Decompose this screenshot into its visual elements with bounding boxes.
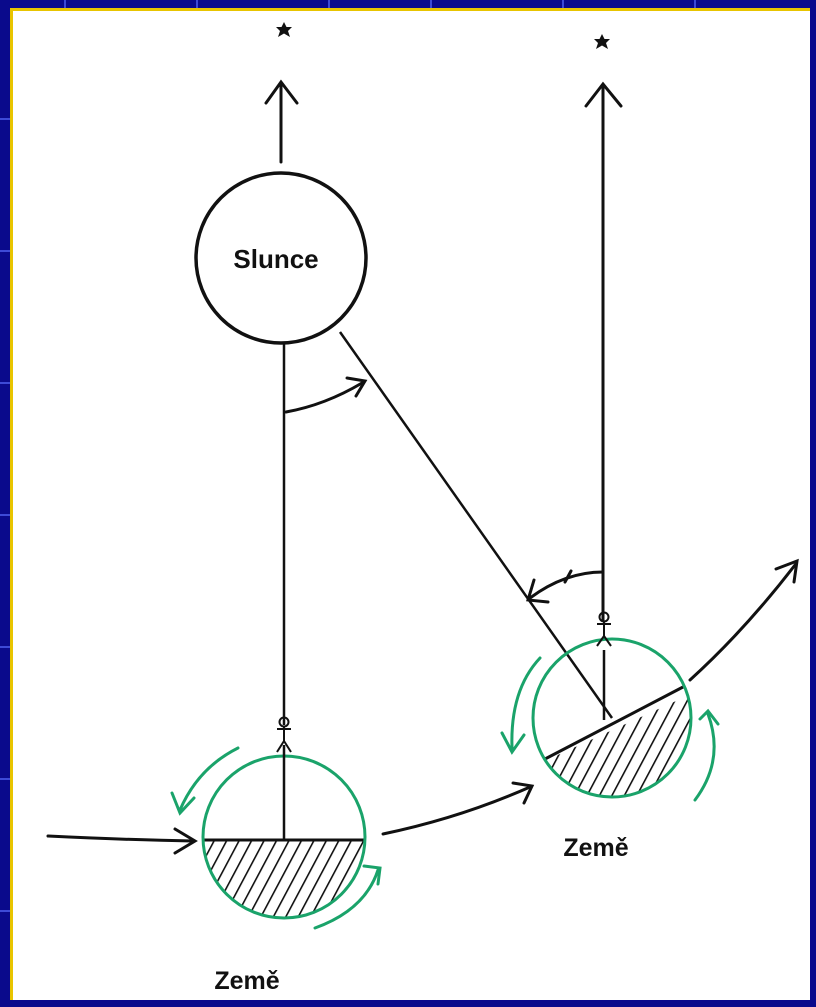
rotation-arrow (500, 656, 720, 802)
grid-line (0, 778, 10, 780)
grid-line (196, 0, 198, 8)
grid-line (430, 0, 432, 8)
angle-arc (284, 376, 368, 414)
grid-line (0, 514, 10, 516)
direction-arrow-up (584, 81, 623, 622)
grid-line (0, 250, 10, 252)
sun (194, 171, 368, 345)
grid-line (328, 0, 330, 8)
angle-arc (526, 569, 605, 604)
earth-right (531, 637, 693, 799)
orbit-path (46, 558, 799, 855)
earth-left (201, 745, 367, 920)
earth-label-right: Země (563, 834, 628, 862)
earth-label-left: Země (214, 967, 279, 995)
sun-earth-line (338, 331, 614, 719)
star-icon (594, 34, 610, 49)
diagram-panel (10, 8, 810, 1000)
grid-line (0, 910, 10, 912)
star-icon (276, 22, 292, 37)
stick-figure-icon (276, 716, 292, 753)
direction-arrow-up (264, 79, 299, 164)
grid-line (694, 0, 696, 8)
grid-line (0, 118, 10, 120)
grid-line (0, 382, 10, 384)
grid-line (64, 0, 66, 8)
rotation-arrow (170, 746, 382, 930)
grid-line (562, 0, 564, 8)
sun-label: Slunce (233, 244, 318, 274)
stick-figure-icon (596, 611, 612, 647)
grid-line (0, 646, 10, 648)
